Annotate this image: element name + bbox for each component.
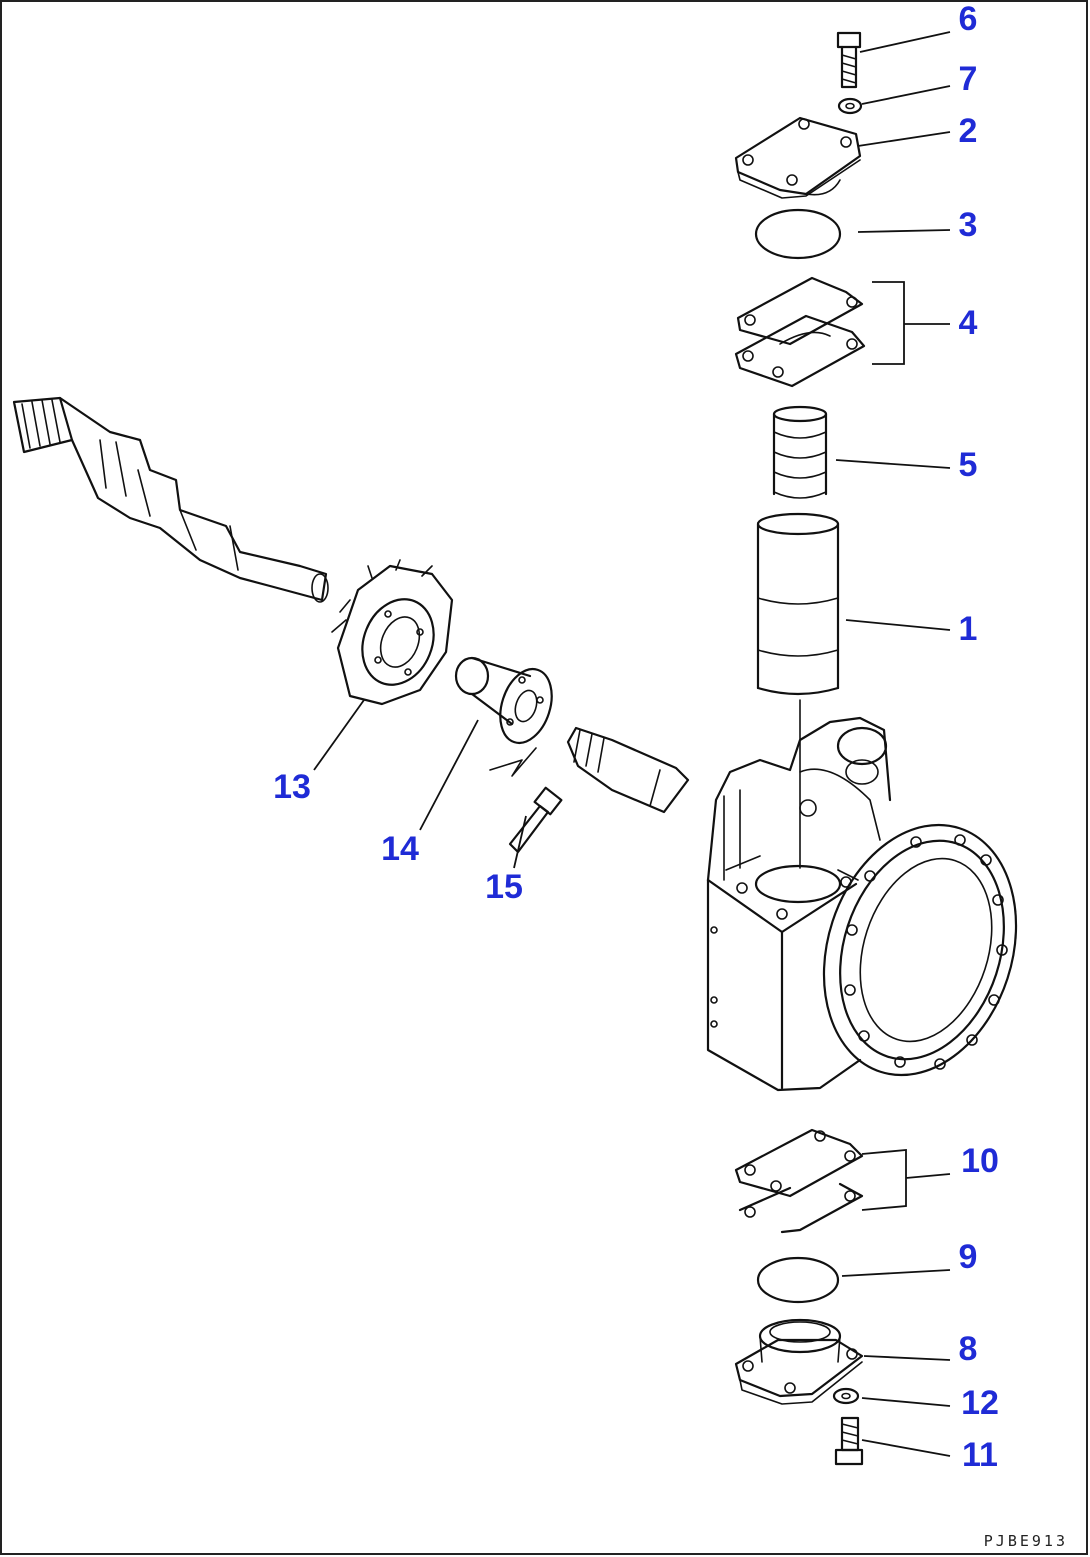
callout-2: 2 (959, 112, 978, 150)
leader-lines (313, 31, 951, 1457)
part-1-king-pin (756, 512, 840, 696)
callout-1: 1 (959, 610, 978, 648)
part-14-sleeve (454, 656, 553, 744)
drawing-reference-code: PJBE913 (984, 1532, 1068, 1550)
callout-9: 9 (959, 1238, 978, 1276)
callout-7: 7 (959, 60, 978, 98)
callout-5: 5 (959, 446, 978, 484)
part-7-washer (837, 97, 863, 115)
callout-12: 12 (961, 1384, 999, 1422)
part-10-shims (734, 1128, 864, 1234)
callout-3: 3 (959, 206, 978, 244)
part-11-bolt (834, 1416, 864, 1466)
part-8-lower-cover (734, 1318, 864, 1405)
callout-4: 4 (959, 304, 978, 342)
part-3-o-ring (754, 208, 842, 260)
part-13-carrier (331, 559, 454, 706)
part-5-spring (772, 405, 828, 499)
part-2-cover (734, 116, 862, 199)
callout-8: 8 (959, 1330, 978, 1368)
short-shaft (566, 726, 690, 814)
callout-11: 11 (962, 1436, 998, 1474)
axle-shaft (12, 396, 329, 603)
callout-10: 10 (961, 1142, 999, 1180)
housing-flange (822, 823, 1018, 1077)
part-6-bolt (836, 31, 862, 89)
part-15-bolt (489, 747, 563, 854)
part-4-shims (734, 276, 866, 388)
callout-6: 6 (959, 0, 978, 38)
callout-14: 14 (381, 830, 419, 868)
part-12-washer (832, 1387, 860, 1405)
part-9-o-ring (756, 1256, 840, 1304)
callout-15: 15 (485, 868, 523, 906)
callout-13: 13 (273, 768, 311, 806)
